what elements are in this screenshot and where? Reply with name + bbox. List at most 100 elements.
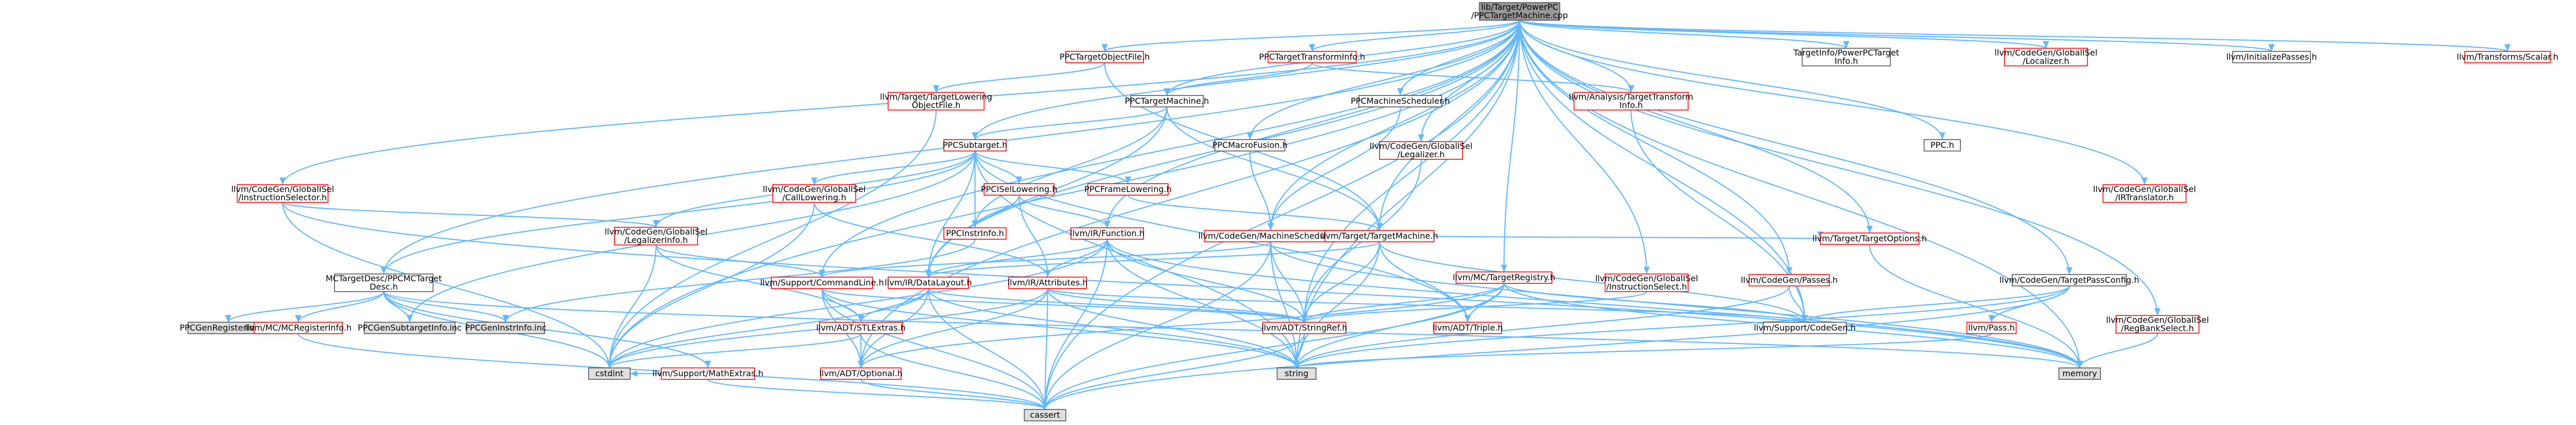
node-box [588,367,631,380]
node-label: TargetInfo/PowerPCTarget [1793,48,1899,58]
node-label: Info.h [1619,100,1642,110]
edge-ir_attributes-to-string [1047,288,1300,368]
node-cassert[interactable]: cassert [1024,409,1066,421]
node-box [334,273,434,292]
node-ppc_macro[interactable]: PPCMacroFusion.h [1212,139,1288,152]
node-cg_target_pass_config[interactable]: llvm/CodeGen/TargetPassConfig.h [1999,274,2139,286]
node-ppc_h[interactable]: PPC.h [1924,139,1961,152]
node-memory[interactable]: memory [2058,367,2101,380]
node-ppc_frame_low[interactable]: PPCFrameLowering.h [1084,183,1172,196]
edge-ir_function-to-adt_stringref [1106,239,1308,323]
node-ppc_subtarget[interactable]: PPCSubtarget.h [943,139,1008,152]
node-ppc_instr_info[interactable]: PPCInstrInfo.h [943,227,1007,240]
node-label: PPCFrameLowering.h [1084,184,1172,194]
edge-cg_mach_sched-to-support_cmdline [819,241,1272,278]
node-support_mathextras[interactable]: llvm/Support/MathExtras.h [652,367,763,380]
node-support_cmdline[interactable]: llvm/Support/CommandLine.h [760,277,884,289]
node-gisel_irtrans[interactable]: llvm/CodeGen/GlobalISel/IRTranslator.h [2093,184,2196,203]
node-gisel_regbank[interactable]: llvm/CodeGen/GlobalISel/RegBankSelect.h [2106,315,2209,334]
node-ppc_gen_subtarget[interactable]: PPCGenSubtargetInfo.inc [358,322,462,334]
node-transforms_scalar[interactable]: llvm/Transforms/Scalar.h [2457,51,2558,63]
node-ir_function[interactable]: llvm/IR/Function.h [1070,227,1145,240]
node-label: llvm/Target/TargetOptions.h [1813,234,1927,243]
edge-ir_datalayout-to-cassert [927,288,1049,410]
node-label: llvm/Support/CodeGen.h [1754,323,1856,333]
node-gisel_legal_info[interactable]: llvm/CodeGen/GlobalISel/LegalizerInfo.h [605,227,707,245]
node-box [1065,51,1144,63]
node-ir_datalayout[interactable]: llvm/IR/DataLayout.h [885,277,972,289]
node-mc_target_registry[interactable]: llvm/MC/TargetRegistry.h [1453,271,1555,284]
node-support_codegen[interactable]: llvm/Support/CodeGen.h [1754,322,1856,334]
node-ppc_tti[interactable]: PPCTargetTransformInfo.h [1259,51,1366,63]
node-ppc_isel_low[interactable]: PPCISelLowering.h [981,183,1057,196]
node-mc_reginfo[interactable]: llvm/MC/MCRegisterInfo.h [245,322,352,334]
node-pass_h[interactable]: llvm/Pass.h [1966,322,2017,334]
edge-root-to-gisel_loc [1519,19,2049,49]
node-box [614,227,698,245]
node-box [254,322,343,334]
node-label: Desc.h [370,282,398,292]
node-label: PPC.h [1930,140,1954,150]
edge-gisel_legal_info-to-cstdint [606,244,657,368]
node-init_passes[interactable]: llvm/InitializePasses.h [2226,51,2317,63]
edge-root-to-gisel_legalizer [1417,20,1521,142]
node-label: llvm/IR/Function.h [1070,228,1145,238]
node-box [1214,139,1286,152]
edge-ppc_subtarget-to-gisel_calllow [811,150,976,185]
node-box [1268,51,1357,63]
node-root[interactable]: lib/Target/PowerPC/PPCTargetMachine.cpp [1471,2,1568,21]
node-label: PPCTargetMachine.h [1125,96,1209,106]
edge-ppc_isel_low-to-ppc_instr_info [971,195,1020,228]
node-target_machine[interactable]: llvm/Target/TargetMachine.h [1321,230,1438,242]
node-ppc_ms[interactable]: PPCMachineScheduler.h [1350,95,1450,107]
node-label: PPCTargetObjectFile.h [1060,52,1150,62]
node-label: /InstructionSelector.h [239,193,327,202]
node-label: llvm/CodeGen/GlobalISel [1370,141,1472,151]
node-box [1276,367,1317,380]
node-gisel_calllow[interactable]: llvm/CodeGen/GlobalISel/CallLowering.h [763,184,866,203]
node-gisel_instsel[interactable]: llvm/CodeGen/GlobalISel/InstructionSelec… [231,184,334,203]
node-gisel_legalizer[interactable]: llvm/CodeGen/GlobalISel/Legalizer.h [1370,141,1472,160]
node-ppc_gen_reg[interactable]: PPCGenRegisterInfo.inc [179,322,277,334]
node-label: llvm/CodeGen/MachineScheduler.h [1199,231,1343,241]
node-label: llvm/MC/MCRegisterInfo.h [245,323,352,333]
node-label: PPCMacroFusion.h [1212,140,1287,150]
node-box [1358,95,1442,107]
node-string[interactable]: string [1276,367,1317,380]
node-box [236,184,329,203]
edge-target_machine-to-string [1293,241,1381,368]
node-gisel_instsel2[interactable]: llvm/CodeGen/GlobalISel/InstructionSelec… [1595,273,1698,292]
node-ppc_tm[interactable]: PPCTargetMachine.h [1125,95,1209,107]
node-adt_stlextras[interactable]: llvm/ADT/STLExtras.h [816,322,906,334]
edge-root-to-adt_stringref [1301,20,1521,323]
node-label: PPCMachineScheduler.h [1350,96,1450,106]
node-ppc_tof[interactable]: PPCTargetObjectFile.h [1060,51,1150,63]
node-adt_optional[interactable]: llvm/ADT/Optional.h [819,367,903,380]
node-analysis_tti[interactable]: llvm/Analysis/TargetTransformInfo.h [1569,92,1693,111]
node-box [2012,274,2127,286]
edge-gisel_calllow-to-ir_attributes [813,202,1051,278]
node-label: llvm/Analysis/TargetTransform [1569,92,1693,102]
node-label: /IRTranslator.h [2115,193,2174,202]
node-adt_triple[interactable]: llvm/ADT/Triple.h [1432,322,1503,334]
node-box [820,367,902,380]
node-ir_attributes[interactable]: llvm/IR/Attributes.h [1008,277,1088,289]
edge-ppc_instr_info-to-ppc_gen_instr [503,239,976,323]
node-label: llvm/ADT/STLExtras.h [816,323,906,333]
node-ppc_gen_instr[interactable]: PPCGenInstrInfo.inc [465,322,547,334]
node-cg_passes[interactable]: llvm/CodeGen/Passes.h [1741,274,1838,286]
node-adt_stringref[interactable]: llvm/ADT/StringRef.h [1261,322,1347,334]
edge-mc_target_registry-to-support_codegen [1503,283,1808,323]
node-target_options[interactable]: llvm/Target/TargetOptions.h [1813,232,1927,245]
edge-ir_datalayout-to-cstdint [606,288,929,368]
node-cg_mach_sched[interactable]: llvm/CodeGen/MachineScheduler.h [1199,230,1343,242]
edge-gisel_instsel-to-memory [282,202,2083,368]
edge-cg_mach_sched-to-memory [1270,241,2083,368]
edge-gisel_calllow-to-cstdint [606,202,815,368]
node-cstdint[interactable]: cstdint [588,367,631,380]
node-label: llvm/IR/DataLayout.h [885,278,972,287]
node-gisel_loc[interactable]: llvm/CodeGen/GlobalISel/Localizer.h [1995,48,2097,66]
